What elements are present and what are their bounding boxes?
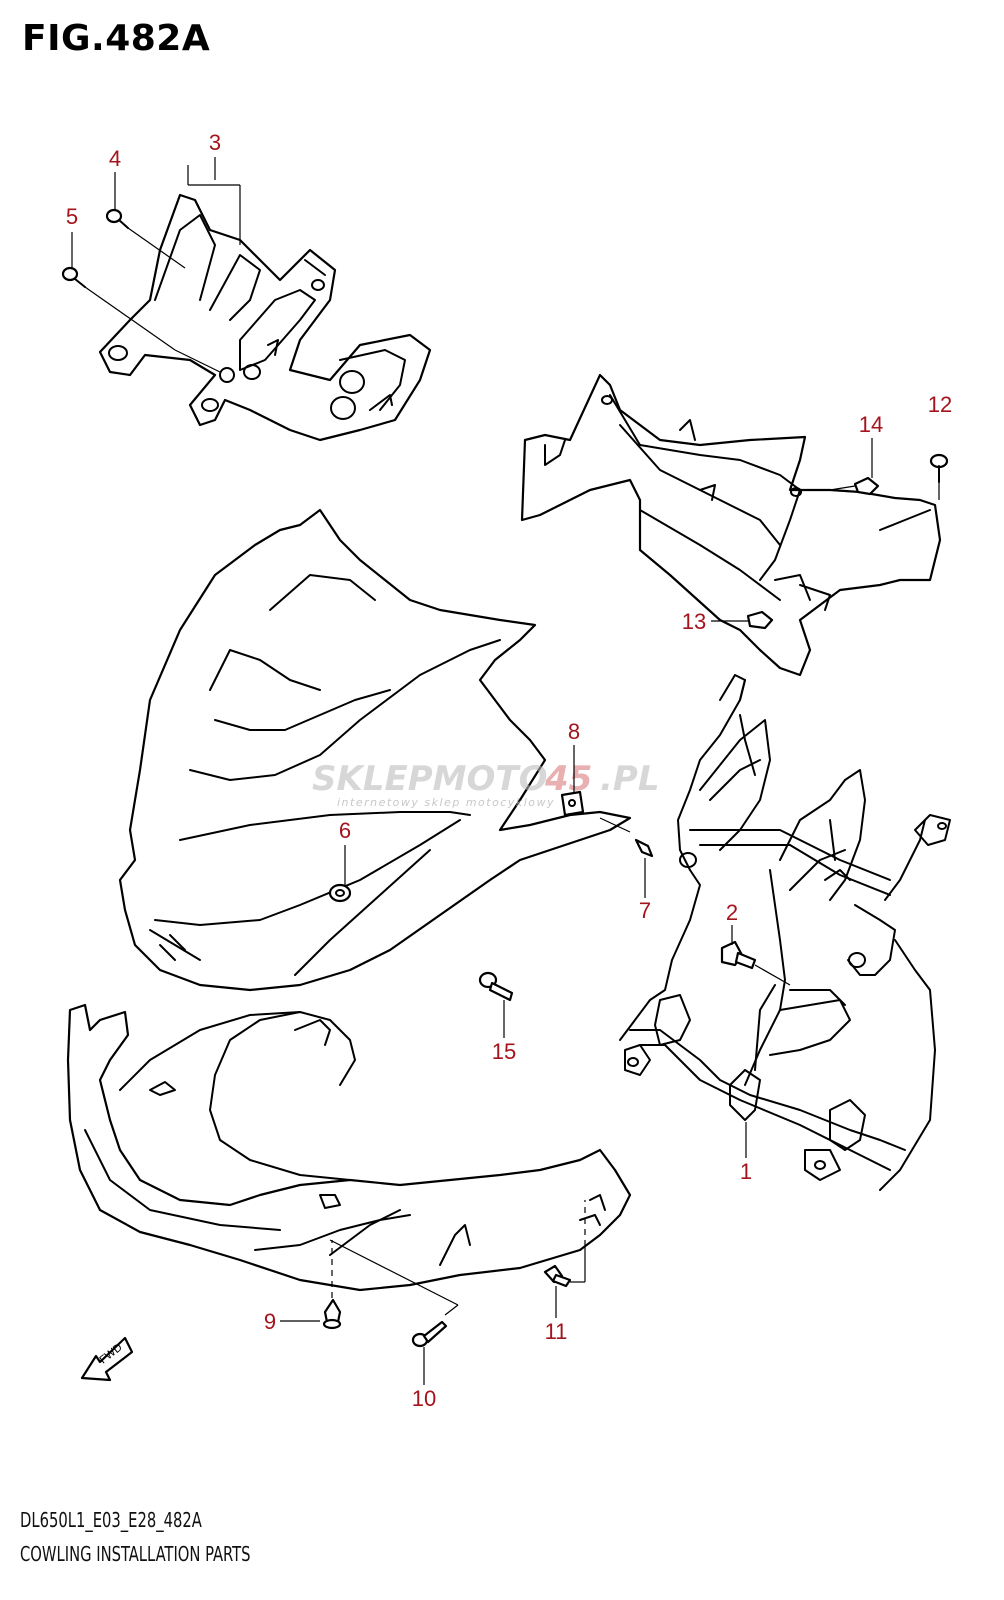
watermark: SKLEPMOTO 45 .PL internetowy sklep motoc… [312, 759, 660, 809]
callout-3[interactable]: 3 [209, 130, 221, 155]
screw-part-4[interactable] [105, 208, 186, 269]
screw-part-15[interactable] [478, 971, 514, 1002]
screw-part-12[interactable] [929, 453, 949, 500]
callout-2[interactable]: 2 [726, 900, 738, 925]
callout-15[interactable]: 15 [492, 1039, 516, 1064]
callout-6[interactable]: 6 [339, 818, 351, 843]
nut-part-13[interactable] [746, 610, 774, 630]
callout-8[interactable]: 8 [568, 719, 580, 744]
screw-part-5[interactable] [61, 266, 221, 373]
clip-nut-part-8[interactable] [560, 790, 585, 817]
callout-14[interactable]: 14 [859, 412, 883, 437]
callout-10[interactable]: 10 [412, 1386, 436, 1411]
inner-panel-assembly[interactable] [520, 373, 942, 677]
watermark-tagline: internetowy sklep motocyklowy [337, 796, 555, 809]
fwd-arrow: FWD [80, 1336, 134, 1382]
bolt-part-2[interactable] [720, 940, 791, 986]
callout-12[interactable]: 12 [928, 392, 952, 417]
lower-cowling[interactable] [66, 1003, 632, 1292]
callout-labels: 1 2 3 4 5 6 7 8 9 10 11 12 13 14 15 [66, 130, 952, 1411]
callout-leaders [71, 157, 873, 1385]
figure-title: FIG.482A [22, 18, 211, 59]
callout-5[interactable]: 5 [66, 204, 78, 229]
callout-4[interactable]: 4 [109, 146, 121, 171]
meter-bracket-part-3[interactable] [98, 193, 432, 442]
callout-7[interactable]: 7 [639, 898, 651, 923]
clip-part-14[interactable] [829, 476, 880, 496]
screw-part-10[interactable] [329, 1239, 459, 1348]
watermark-brand-c: .PL [600, 759, 660, 799]
callout-11[interactable]: 11 [545, 1319, 568, 1344]
watermark-brand-a: SKLEPMOTO [312, 759, 547, 799]
clip-part-11[interactable] [543, 1200, 586, 1288]
figure-name: COWLING INSTALLATION PARTS [20, 1542, 251, 1566]
grommet-part-6[interactable] [328, 883, 352, 903]
screw-part-7[interactable] [599, 817, 654, 858]
upper-cowling[interactable] [118, 508, 632, 992]
callout-9[interactable]: 9 [264, 1309, 276, 1334]
callout-13[interactable]: 13 [682, 609, 706, 634]
callout-1[interactable]: 1 [740, 1159, 752, 1184]
rivet-part-9[interactable] [322, 1240, 342, 1330]
model-code: DL650L1_E03_E28_482A [20, 1508, 202, 1532]
watermark-brand-b: 45 [544, 759, 592, 799]
cowling-bracket-part-1[interactable] [619, 674, 951, 1191]
